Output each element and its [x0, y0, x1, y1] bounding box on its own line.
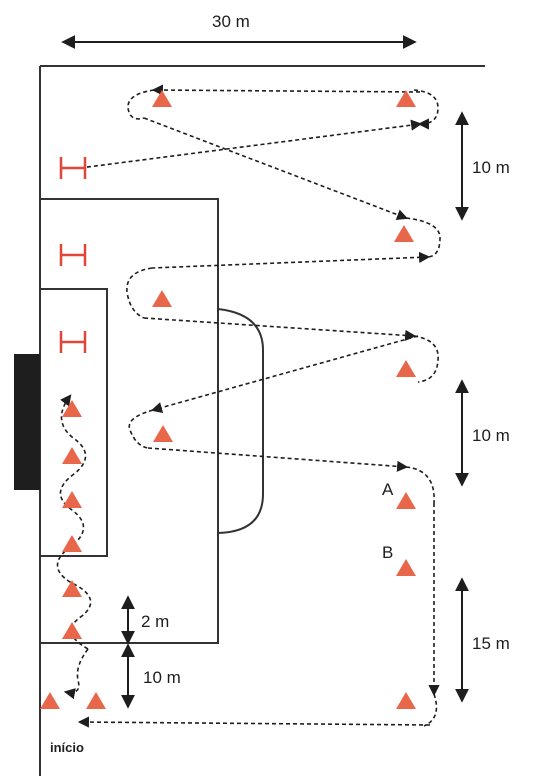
cone-a-label: A	[382, 480, 394, 499]
poles	[59, 157, 87, 353]
path-top-right-loop	[413, 89, 439, 130]
cone-slalom-4	[62, 535, 82, 552]
penalty-area	[40, 198, 219, 644]
path-bottom-return	[77, 716, 431, 728]
path-upper-left-loop	[126, 267, 153, 319]
path-mid-loop	[150, 335, 419, 413]
path-a-loop	[405, 466, 435, 504]
dimension-arrows	[61, 35, 469, 709]
path-lower-left	[63, 648, 89, 700]
path-diagonal-down	[143, 117, 409, 221]
path-cone-a-approach	[147, 447, 409, 472]
run-path	[56, 84, 441, 728]
path-mid-right	[143, 317, 417, 341]
start-label: início	[50, 740, 84, 755]
gap-upper-label: 10 m	[472, 158, 510, 177]
cone-start-left	[40, 692, 60, 709]
cone-slalom-5	[62, 580, 82, 597]
goal	[14, 354, 40, 490]
gap-middle-label: 10 m	[472, 426, 510, 445]
cone-start-right	[86, 692, 106, 709]
goal-area	[40, 288, 108, 557]
cone-mid-right	[396, 360, 416, 377]
cone-slalom-1	[62, 400, 82, 417]
cone-slalom-6	[62, 622, 82, 639]
cone-upper-left	[152, 290, 172, 307]
cone-a	[396, 492, 416, 509]
small-gap-lower-label: 10 m	[143, 668, 181, 687]
pole-upper	[59, 157, 87, 179]
pole-lower	[59, 331, 87, 353]
path-upper-right-loop	[405, 217, 441, 258]
cone-upper-right	[394, 225, 414, 242]
cone-mid-left	[153, 425, 173, 442]
path-top-left-loop	[127, 89, 155, 120]
field-lines	[39, 65, 485, 776]
cone-slalom-3	[62, 491, 82, 508]
path-top-return	[151, 84, 421, 96]
small-gap-label: 2 m	[141, 612, 169, 631]
path-right-loop-low	[423, 693, 438, 727]
pole-middle	[59, 244, 87, 266]
cone-top-left	[152, 90, 172, 107]
gap-lower-label: 15 m	[472, 634, 510, 653]
path-mid-left-loop	[128, 409, 154, 449]
top-width-label: 30 m	[212, 12, 250, 31]
cone-b	[396, 559, 416, 576]
cone-b-label: B	[382, 543, 393, 562]
cone-slalom-2	[62, 447, 82, 464]
penalty-arc	[217, 308, 264, 534]
cones	[40, 90, 416, 709]
path-start-to-cones	[56, 394, 92, 650]
cone-top-right	[396, 90, 416, 107]
cone-bottom-right	[396, 692, 416, 709]
path-upper-return	[151, 251, 431, 269]
path-pole-to-top	[79, 119, 423, 169]
path-mid-right-loop	[413, 335, 439, 383]
